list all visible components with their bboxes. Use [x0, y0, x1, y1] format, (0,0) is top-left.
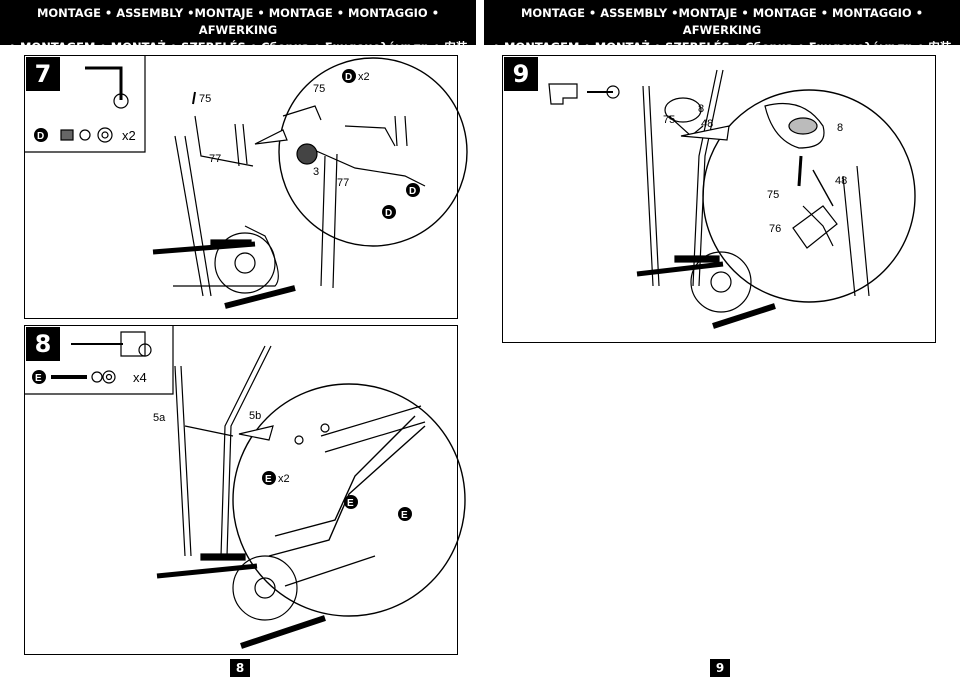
hardware-qty: x2: [122, 128, 136, 143]
callout-qty: x2: [358, 71, 370, 83]
part-label-75: 75: [663, 114, 675, 126]
hardware-qty: x4: [133, 370, 147, 385]
svg-text:E: E: [265, 474, 272, 485]
svg-text:E: E: [401, 510, 408, 521]
part-label-48b: 48: [835, 175, 847, 187]
step-9-drawing: 8 75 48 8 48 75 76: [548, 69, 916, 329]
step-7-drawing: D x2 75 77 75 3 77 D x2 D D: [25, 56, 468, 309]
part-label-3: 3: [313, 166, 319, 178]
part-label-8: 8: [698, 103, 704, 115]
svg-text:E: E: [347, 498, 354, 509]
step-number: 8: [26, 327, 60, 361]
svg-text:D: D: [385, 208, 392, 219]
svg-text:D: D: [409, 186, 416, 197]
header-line-2: • MONTAGEM • MONTAŻ • SZERELÉS • Сборка …: [492, 40, 952, 54]
step-8-drawing: E x4 5a 5b E x2 E E: [25, 326, 466, 649]
page-number-left: 8: [230, 659, 250, 677]
part-label-77b: 77: [337, 177, 349, 189]
header-line-1: MONTAGE • ASSEMBLY •MONTAJE • MONTAGE • …: [36, 6, 440, 37]
svg-text:D: D: [345, 72, 352, 83]
header-left: MONTAGE • ASSEMBLY •MONTAJE • MONTAGE • …: [0, 0, 476, 54]
part-label-48: 48: [701, 118, 713, 130]
part-label-5a: 5a: [153, 412, 166, 424]
step-number: 9: [504, 57, 538, 91]
hardware-letter: E: [35, 373, 42, 384]
header-line-2: • MONTAGEM • MONTAŻ • SZERELÉS • Сборка …: [8, 40, 468, 54]
header-line-1: MONTAGE • ASSEMBLY •MONTAJE • MONTAGE • …: [520, 6, 924, 37]
part-label-77: 77: [209, 153, 221, 165]
allen-key-icon: [85, 66, 123, 100]
step-8-panel: 8 E x4 5a 5b E x2 E E: [24, 325, 466, 655]
step-9-panel: 9 8 75 48 8 48 75 76: [502, 55, 936, 343]
callout-qty: x2: [278, 473, 290, 485]
part-label-75b: 75: [313, 83, 325, 95]
part-label-75: 75: [199, 93, 211, 105]
step-number: 7: [26, 57, 60, 91]
part-label-76: 76: [769, 223, 781, 235]
header-right: MONTAGE • ASSEMBLY •MONTAJE • MONTAGE • …: [484, 0, 960, 54]
hardware-letter: D: [37, 131, 44, 142]
part-label-75b: 75: [767, 189, 779, 201]
wrench-icon: [548, 83, 578, 105]
page-number-right: 9: [710, 659, 730, 677]
part-label-5b: 5b: [249, 410, 261, 422]
step-7-panel: 7 D x2 75 77 75 3 77: [24, 55, 468, 319]
part-label-8b: 8: [837, 122, 843, 134]
